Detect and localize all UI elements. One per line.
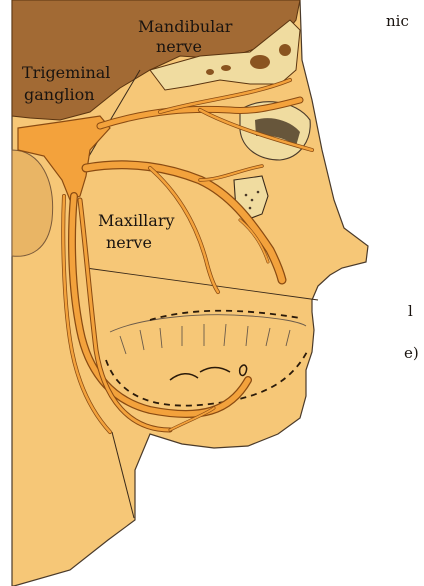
label-mandibular-line1: Mandibular (138, 17, 233, 36)
label-maxillary-line1: Maxillary (98, 211, 175, 230)
edge-text-top: nic (386, 12, 409, 30)
label-trigeminal-line2: ganglion (24, 85, 95, 104)
edge-text-lower: e) (404, 344, 419, 362)
label-maxillary-line2: nerve (106, 233, 152, 252)
label-mandibular-line2: nerve (156, 37, 202, 56)
edge-text-mid: l (408, 302, 413, 320)
label-trigeminal-line1: Trigeminal (22, 63, 110, 82)
